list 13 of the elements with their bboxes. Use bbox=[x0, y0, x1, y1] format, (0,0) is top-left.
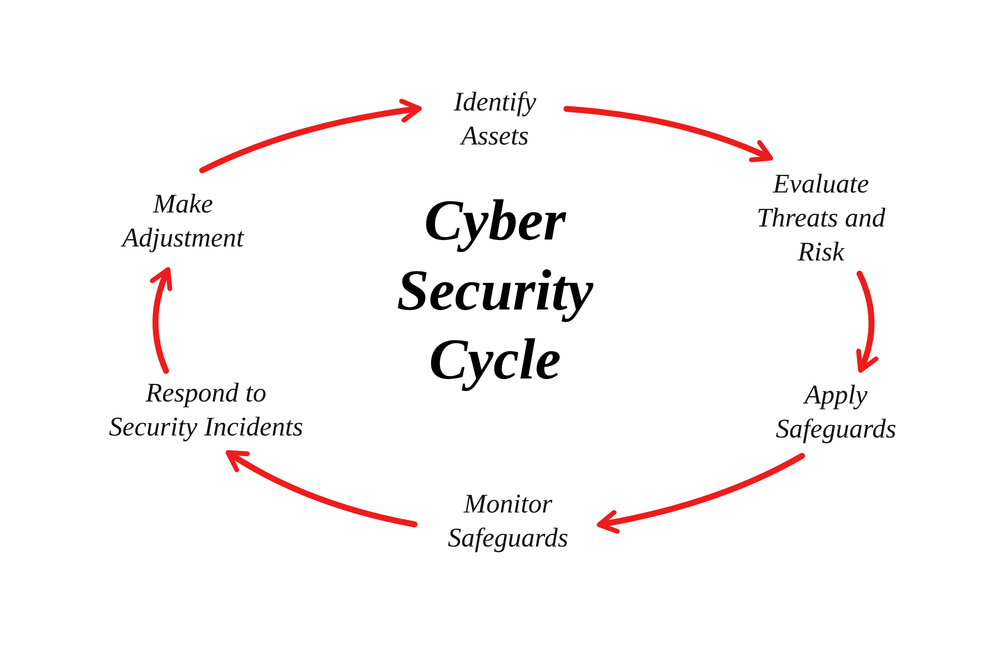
step-label: Monitor Safeguards bbox=[423, 487, 593, 555]
curved-arrow bbox=[226, 450, 418, 528]
curved-arrow bbox=[199, 98, 422, 174]
step-label: Evaluate Threats and Risk bbox=[734, 167, 908, 269]
diagram-title: Cyber Security Cycle bbox=[396, 186, 594, 394]
step-label: Apply Safeguards bbox=[751, 378, 921, 446]
step-label: Make Adjustment bbox=[103, 187, 263, 255]
curved-arrow bbox=[564, 106, 774, 163]
curved-arrow bbox=[150, 267, 173, 374]
step-label: Respond to Security Incidents bbox=[106, 376, 306, 444]
curved-arrow bbox=[856, 270, 878, 373]
step-label: Identify Assets bbox=[430, 85, 560, 153]
curved-arrow bbox=[596, 452, 805, 534]
